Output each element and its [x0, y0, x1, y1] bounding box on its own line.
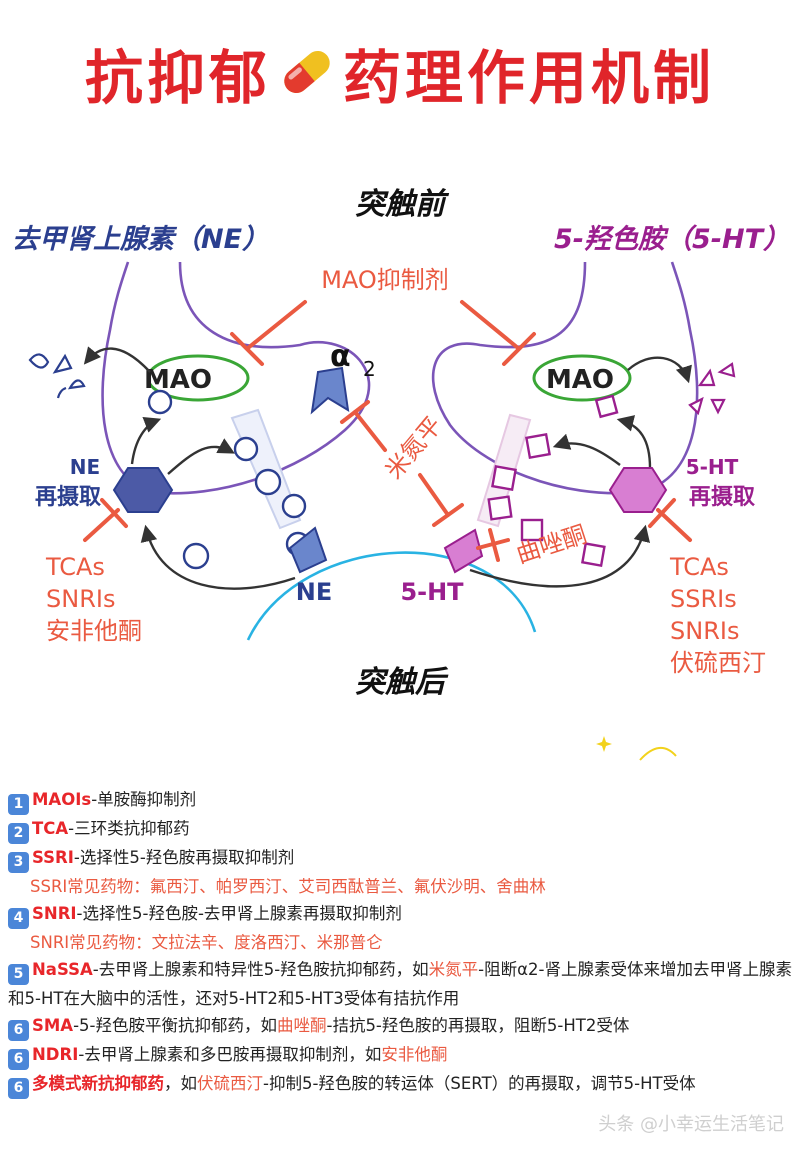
legend-ssri-drugs: SSRI常见药物：氟西汀、帕罗西汀、艾司西酞普兰、氟伏沙明、舍曲林 [30, 877, 546, 896]
mao-right-ring [532, 354, 632, 402]
legend-text: -抑制5-羟色胺的转运体（SERT）的再摄取，调节5-HT受体 [263, 1074, 696, 1093]
legend-abbr: SMA [32, 1016, 74, 1035]
ht-molecules [487, 433, 606, 567]
legend-abbr: NDRI [32, 1045, 79, 1064]
legend-snri-drugs: SNRI常见药物：文拉法辛、度洛西汀、米那普仑 [30, 933, 383, 952]
ne-receptor [288, 526, 328, 574]
ht-transporter [608, 467, 668, 513]
ht-receptor [443, 528, 484, 574]
alpha2-receptor [310, 366, 350, 415]
trazodone-block [476, 528, 510, 562]
title-left: 抗抑郁 [84, 44, 271, 112]
number-badge: 6 [8, 1020, 29, 1041]
number-badge: 2 [8, 823, 29, 844]
ht-label: 5-HT [400, 578, 464, 606]
legend-text: -选择性5-羟色胺再摄取抑制剂 [73, 848, 295, 867]
ne-degraded-fragments [28, 353, 86, 399]
legend-text: -拮抗5-羟色胺的再摄取，阻断5-HT2受体 [326, 1016, 630, 1035]
page-title: 抗抑郁 药理作用机制 [0, 38, 800, 124]
legend-abbr: TCA [32, 819, 69, 838]
number-badge: 5 [8, 964, 29, 985]
ne-transporter [112, 467, 174, 513]
ht-degraded-fragments [688, 362, 736, 416]
sparkle-icon [596, 736, 677, 761]
left-drug-list: TCAs SNRIs 安非他酮 [45, 553, 142, 645]
legend-abbr: SNRI [32, 904, 77, 923]
legend-text: -单胺酶抑制剂 [91, 790, 197, 809]
legend-drug: 米氮平 [428, 960, 479, 979]
legend-abbr: 多模式新抗抑郁药 [32, 1074, 164, 1093]
ne-molecule [147, 389, 173, 415]
legend-abbr: MAOIs [32, 790, 92, 809]
mirtazapine-label: 米氮平 [380, 411, 448, 484]
alpha2-subscript: 2 [363, 357, 376, 381]
ht-title: 5-羟色胺（5-HT） [554, 224, 790, 255]
left-drug-3: 安非他酮 [46, 617, 142, 645]
left-drug-1: TCAs [45, 553, 105, 581]
ne-reuptake-label-1: NE [70, 455, 100, 479]
number-badge: 6 [8, 1078, 29, 1099]
ne-reuptake-block [83, 498, 128, 542]
ht-reuptake-label-2: 再摄取 [689, 485, 755, 510]
mao-left-ring [146, 354, 250, 402]
mirtazapine-block [340, 400, 464, 527]
right-drug-list: TCAs SSRIs SNRIs 伏硫西汀 [669, 553, 766, 677]
legend-drug: 安非他酮 [381, 1045, 448, 1064]
right-drug-4: 伏硫西汀 [670, 649, 766, 677]
mao-left-label: MAO [144, 365, 212, 395]
number-badge: 3 [8, 852, 29, 873]
legend-drug: 曲唑酮 [276, 1016, 327, 1035]
ht-molecule [594, 394, 619, 419]
synapse-diagram: 突触前 突触后 去甲肾上腺素（NE） 5-羟色胺（5-HT） MAO抑制剂 MA… [12, 187, 790, 761]
ht-reuptake-block [648, 498, 692, 542]
legend-text: -选择性5-羟色胺-去甲肾上腺素再摄取抑制剂 [76, 904, 402, 923]
right-drug-1: TCAs [669, 553, 729, 581]
ne-title: 去甲肾上腺素（NE） [12, 224, 269, 255]
legend-text: -三环类抗抑郁药 [68, 819, 190, 838]
arrows [83, 346, 692, 590]
legend-text: -阻断α2-肾上腺素受体来增加去甲肾上腺素和5-HT在大脑中的活性，还对5-HT… [8, 960, 792, 1008]
number-badge: 1 [8, 794, 29, 815]
legend-text: -5-羟色胺平衡抗抑郁药，如 [73, 1016, 277, 1035]
mao-inhibitor-label: MAO抑制剂 [321, 266, 449, 294]
title-right: 药理作用机制 [343, 44, 716, 112]
right-drug-3: SNRIs [670, 617, 739, 645]
legend-drug: 伏硫西汀 [197, 1074, 263, 1093]
post-synaptic-label: 突触后 [355, 665, 449, 700]
ht-reuptake-label-1: 5-HT [686, 455, 739, 479]
alpha2-symbol: α [330, 339, 351, 374]
mao-inhibitor-right-block [460, 300, 536, 366]
postsynaptic-membrane [246, 551, 537, 641]
ne-reuptake-label-2: 再摄取 [35, 485, 101, 510]
mao-right-label: MAO [546, 365, 614, 395]
legend-text: -去甲肾上腺素和多巴胺再摄取抑制剂，如 [78, 1045, 382, 1064]
number-badge: 4 [8, 908, 29, 929]
legend-abbr: NaSSA [32, 960, 93, 979]
legend-text: ，如 [164, 1074, 197, 1093]
number-badge: 6 [8, 1049, 29, 1070]
ne-neuron-membrane [101, 261, 371, 495]
pre-synaptic-label: 突触前 [355, 187, 450, 222]
legend-text: -去甲肾上腺素和特异性5-羟色胺抗抑郁药，如 [92, 960, 429, 979]
legend-abbr: SSRI [32, 848, 74, 867]
ne-label: NE [296, 578, 332, 606]
right-drug-2: SSRIs [670, 585, 737, 613]
mao-inhibitor-left-block [230, 300, 307, 366]
watermark: 头条 @小幸运生活笔记 [598, 1114, 784, 1135]
pill-icon [275, 40, 339, 124]
left-drug-2: SNRIs [46, 585, 115, 613]
